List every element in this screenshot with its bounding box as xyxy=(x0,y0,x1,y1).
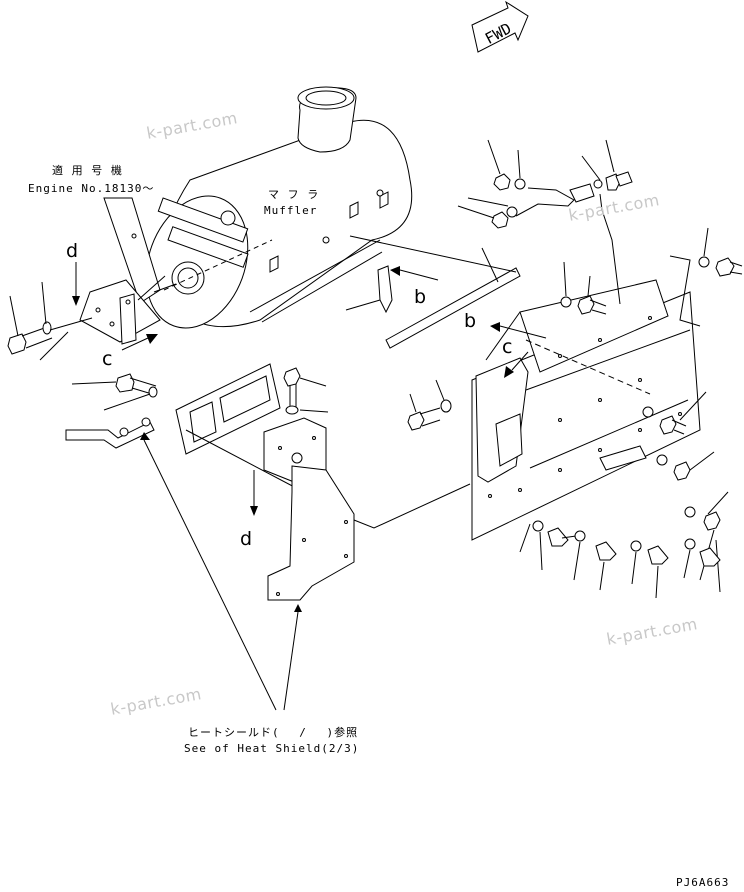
left-bolt-drawing xyxy=(7,281,93,361)
center-bracket-drawing xyxy=(263,367,471,601)
gasket-plate-drawing xyxy=(175,363,301,491)
applicability-label: 適 用 号 機 xyxy=(52,164,123,177)
fwd-arrow-icon xyxy=(471,0,529,53)
small-bracket-drawing xyxy=(345,265,393,314)
stay-rod-drawing xyxy=(65,373,158,449)
reference-letter-b: b xyxy=(464,310,477,332)
heat-shield-note-en: See of Heat Shield(2/3) xyxy=(184,742,360,755)
center-bolt-drawing xyxy=(407,379,452,431)
heat-shield-leader-lines xyxy=(140,432,302,711)
muffler-drawing xyxy=(145,86,413,329)
muffler-label-jp: マ フ ラ xyxy=(268,188,320,201)
reference-letter-d: d xyxy=(240,528,253,550)
right-side-bolts-drawing xyxy=(560,227,743,593)
drawing-code: PJ6A663 xyxy=(676,876,730,889)
reference-letter-b: b xyxy=(414,286,427,308)
left-bracket-drawing xyxy=(79,197,166,345)
muffler-label-en: Muffler xyxy=(264,204,318,217)
reference-letter-c: c xyxy=(102,348,113,370)
engine-number-label: Engine No.18130～ xyxy=(28,182,155,195)
reference-letter-d: d xyxy=(66,240,79,262)
top-right-hardware-drawing xyxy=(457,139,633,305)
bottom-right-bolts-drawing xyxy=(519,520,721,599)
reference-letter-c: c xyxy=(502,336,513,358)
heat-shield-panel-drawing xyxy=(471,279,701,541)
flat-bar-drawing xyxy=(349,235,521,349)
reference-arrows xyxy=(72,239,547,516)
heat-shield-note-jp: ヒートシールド( / )参照 xyxy=(188,726,359,739)
